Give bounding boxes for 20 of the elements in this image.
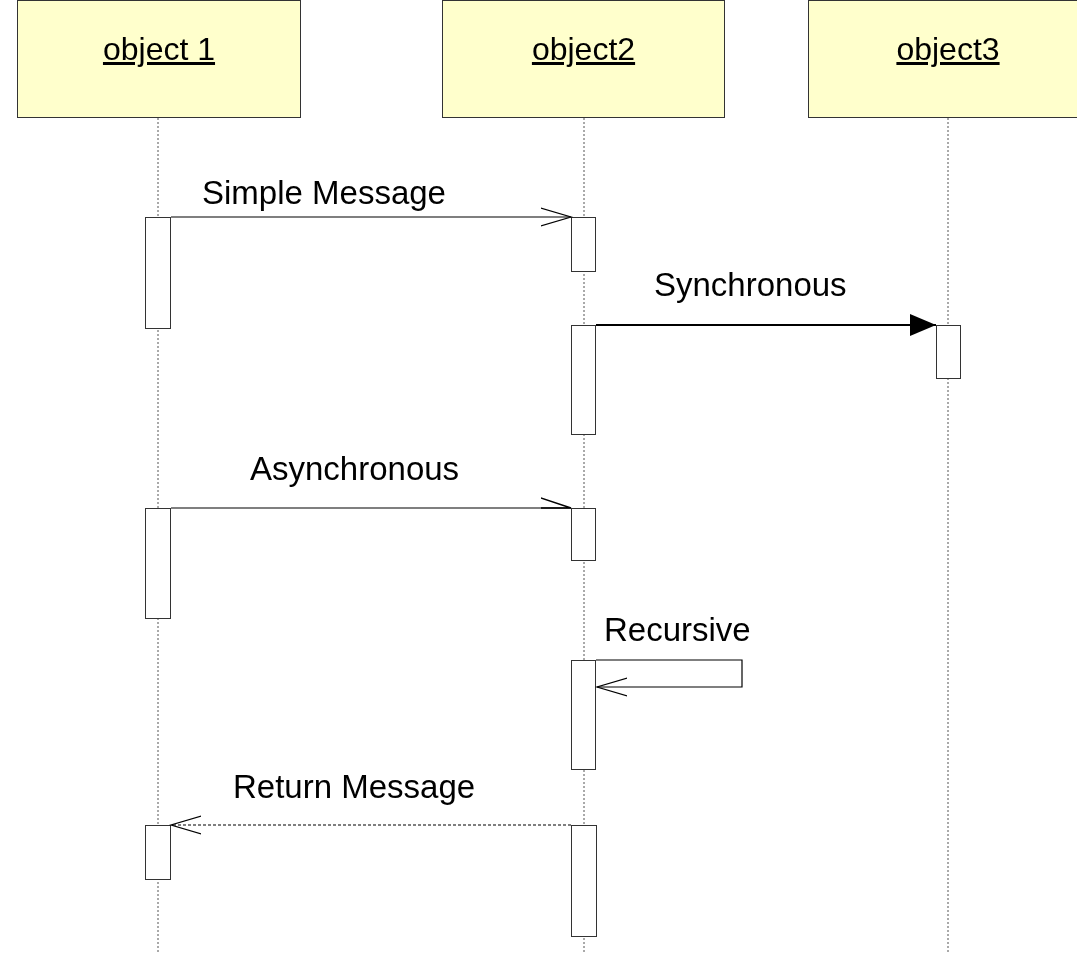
activation-bar xyxy=(571,217,596,272)
activation-bar xyxy=(145,217,171,329)
object-name: object3 xyxy=(895,31,1001,68)
activation-bar xyxy=(571,508,596,561)
activation-bar xyxy=(571,660,596,770)
message-arrow xyxy=(170,814,572,836)
activation-bar xyxy=(936,325,961,379)
object-box xyxy=(442,0,725,118)
message-arrow xyxy=(170,495,572,509)
object-name: object2 xyxy=(530,31,637,68)
activation-bar xyxy=(571,825,597,937)
object-box xyxy=(17,0,301,118)
activation-bar xyxy=(145,508,171,619)
activation-bar xyxy=(571,325,596,435)
activation-bar xyxy=(145,825,171,880)
object-name: object 1 xyxy=(101,31,217,68)
object-box xyxy=(808,0,1077,118)
message-arrow xyxy=(170,206,572,228)
message-arrow xyxy=(595,314,937,336)
message-arrow xyxy=(595,659,743,698)
